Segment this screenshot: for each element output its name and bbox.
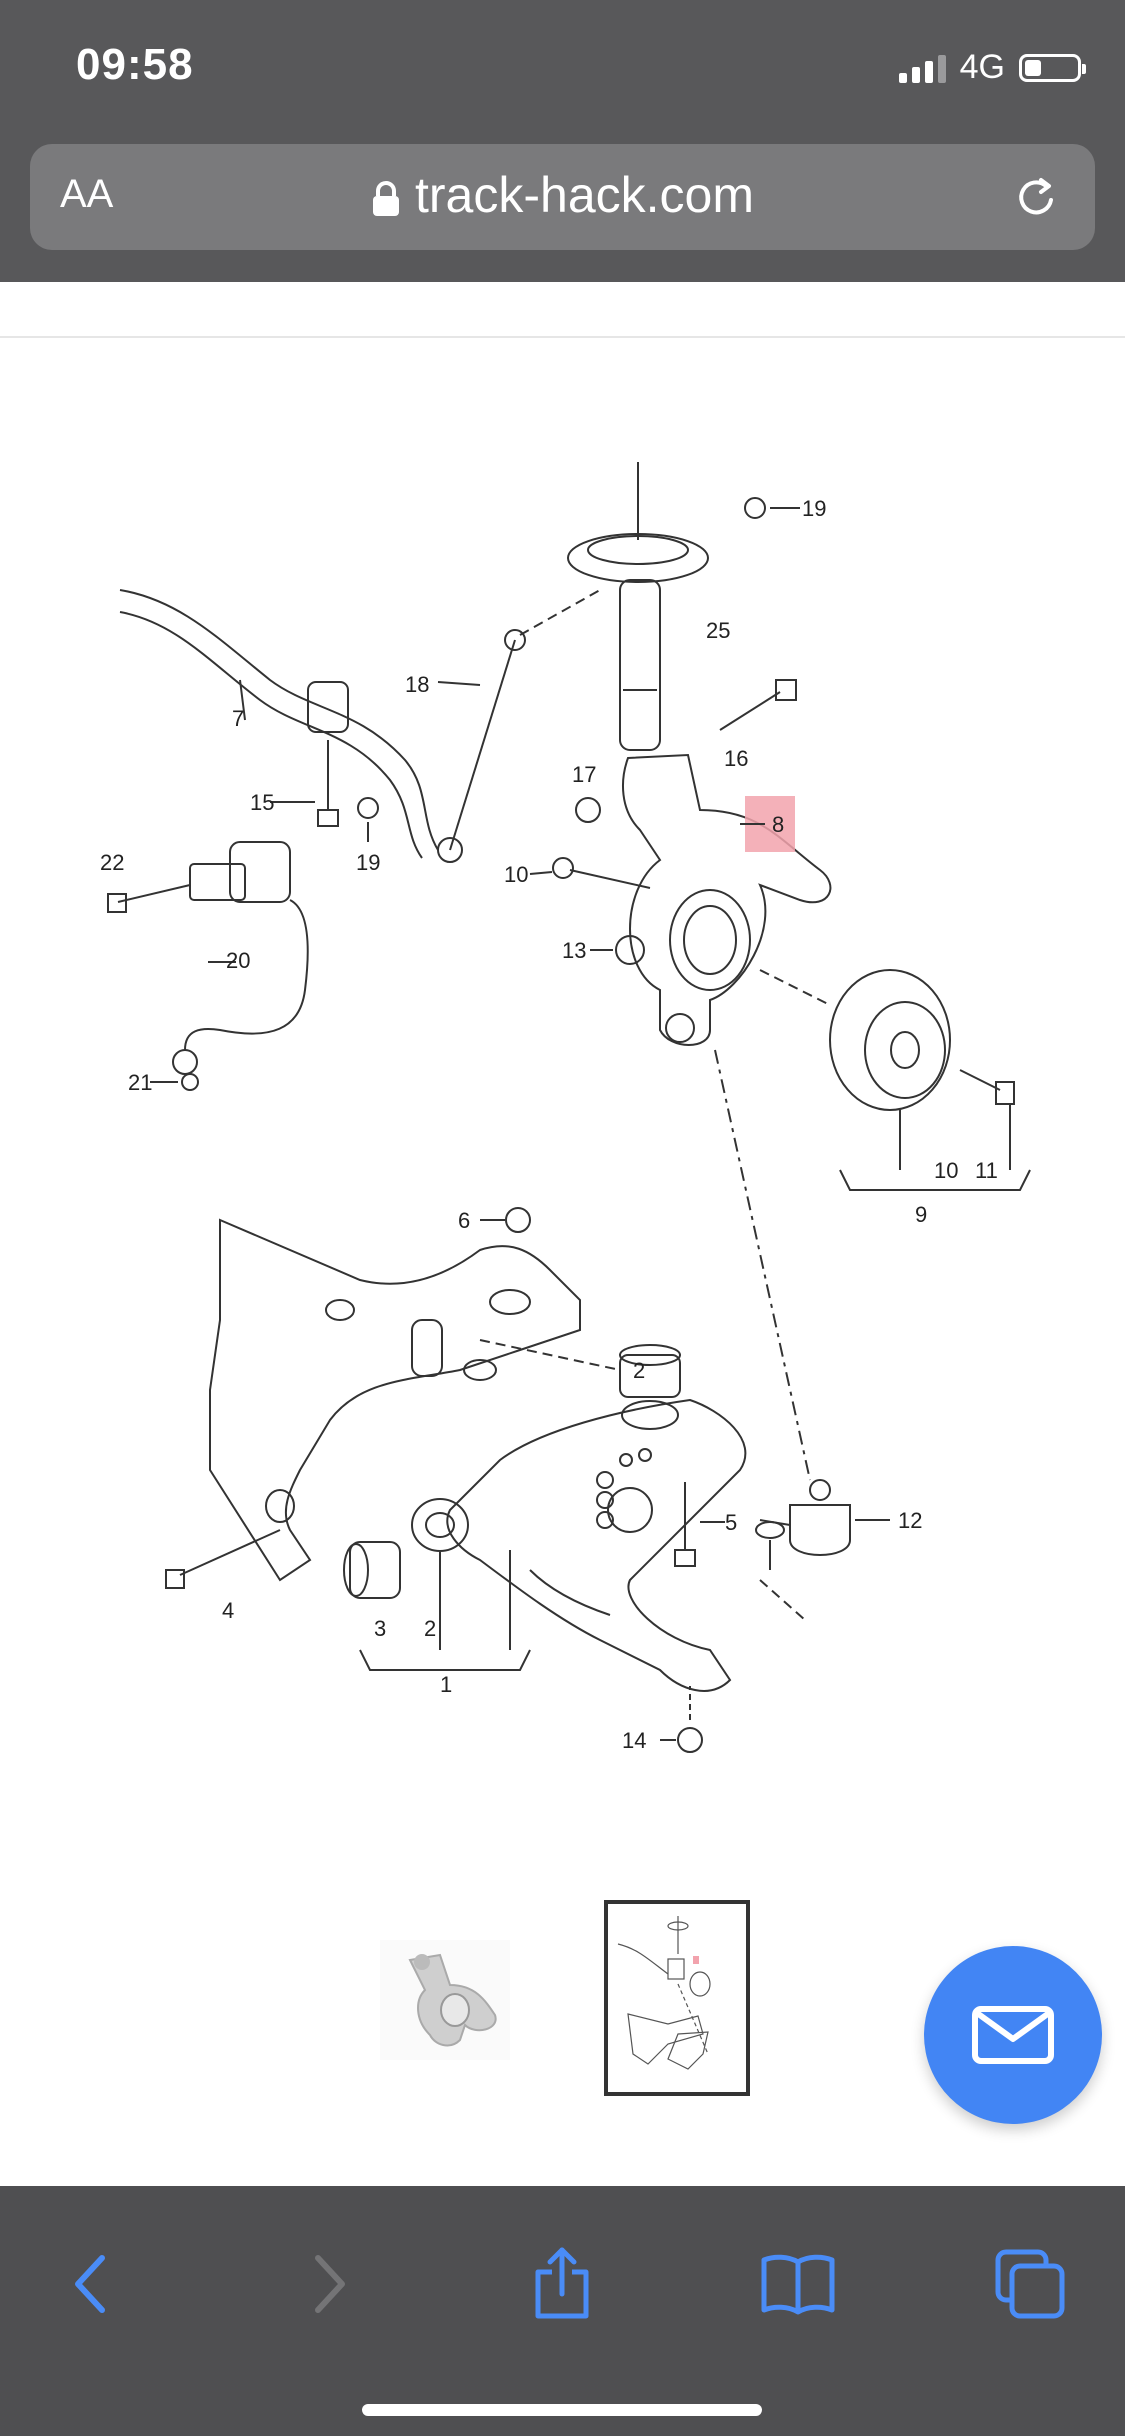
share-button[interactable] bbox=[522, 2244, 602, 2324]
url-bar[interactable]: AA track-hack.com bbox=[30, 144, 1095, 250]
callout-25: 25 bbox=[706, 618, 730, 643]
mail-icon bbox=[972, 2006, 1054, 2064]
url-domain: track-hack.com bbox=[415, 167, 754, 223]
callout-10-right: 10 bbox=[934, 1158, 958, 1183]
reader-aa-button[interactable]: AA bbox=[60, 172, 114, 216]
book-icon bbox=[761, 2254, 835, 2315]
callout-15: 15 bbox=[250, 790, 274, 815]
battery-low-icon bbox=[1019, 53, 1086, 82]
callout-5: 5 bbox=[725, 1510, 737, 1535]
url-text[interactable]: track-hack.com bbox=[30, 166, 1095, 224]
bookmarks-button[interactable] bbox=[758, 2244, 838, 2324]
browser-top-bar: 09:58 4G AA track-hack.com bbox=[0, 0, 1125, 282]
callout-6: 6 bbox=[458, 1208, 470, 1233]
status-indicators: 4G bbox=[898, 48, 1086, 87]
share-icon bbox=[535, 2247, 589, 2319]
callout-12: 12 bbox=[898, 1508, 922, 1533]
callout-18: 18 bbox=[405, 672, 429, 697]
callout-22: 22 bbox=[100, 850, 124, 875]
chevron-left-icon bbox=[75, 2255, 105, 2313]
callout-13: 13 bbox=[562, 938, 586, 963]
callout-3: 3 bbox=[374, 1616, 386, 1641]
callout-19-mid: 19 bbox=[356, 850, 380, 875]
forward-button[interactable] bbox=[290, 2244, 370, 2324]
callout-14: 14 bbox=[622, 1728, 646, 1753]
browser-bottom-toolbar bbox=[0, 2186, 1125, 2436]
page-divider bbox=[0, 336, 1125, 338]
reload-icon[interactable] bbox=[1011, 170, 1063, 222]
callout-2-top: 2 bbox=[633, 1358, 645, 1383]
tabs-button[interactable] bbox=[990, 2244, 1070, 2324]
home-indicator bbox=[362, 2404, 762, 2416]
callout-20: 20 bbox=[226, 948, 250, 973]
back-button[interactable] bbox=[50, 2244, 130, 2324]
signal-bars-icon bbox=[898, 53, 946, 83]
callout-10-left: 10 bbox=[504, 862, 528, 887]
callout-16: 16 bbox=[724, 746, 748, 771]
network-label: 4G bbox=[959, 48, 1005, 86]
callout-7: 7 bbox=[232, 706, 244, 731]
lock-icon bbox=[373, 180, 400, 216]
suspension-parts-diagram: 19 25 18 16 7 17 8 15 19 10 22 13 20 21 … bbox=[100, 462, 1031, 1753]
callout-4: 4 bbox=[222, 1598, 234, 1623]
callout-1: 1 bbox=[440, 1672, 452, 1697]
thumbnail-diagram[interactable] bbox=[604, 1900, 750, 2096]
contact-mail-button[interactable] bbox=[924, 1946, 1102, 2124]
callout-19-top: 19 bbox=[802, 496, 826, 521]
status-time: 09:58 bbox=[76, 40, 194, 89]
chevron-right-icon bbox=[315, 2255, 345, 2313]
thumbnail-knuckle[interactable] bbox=[380, 1940, 510, 2060]
callout-11: 11 bbox=[975, 1158, 998, 1183]
callout-17: 17 bbox=[572, 762, 596, 787]
callout-2-bottom: 2 bbox=[424, 1616, 436, 1641]
callout-21: 21 bbox=[128, 1070, 152, 1095]
thumbnail-diagram-image bbox=[617, 1916, 711, 2070]
tabs-icon bbox=[995, 2249, 1065, 2319]
callout-8: 8 bbox=[772, 812, 784, 837]
callout-9: 9 bbox=[915, 1202, 927, 1227]
